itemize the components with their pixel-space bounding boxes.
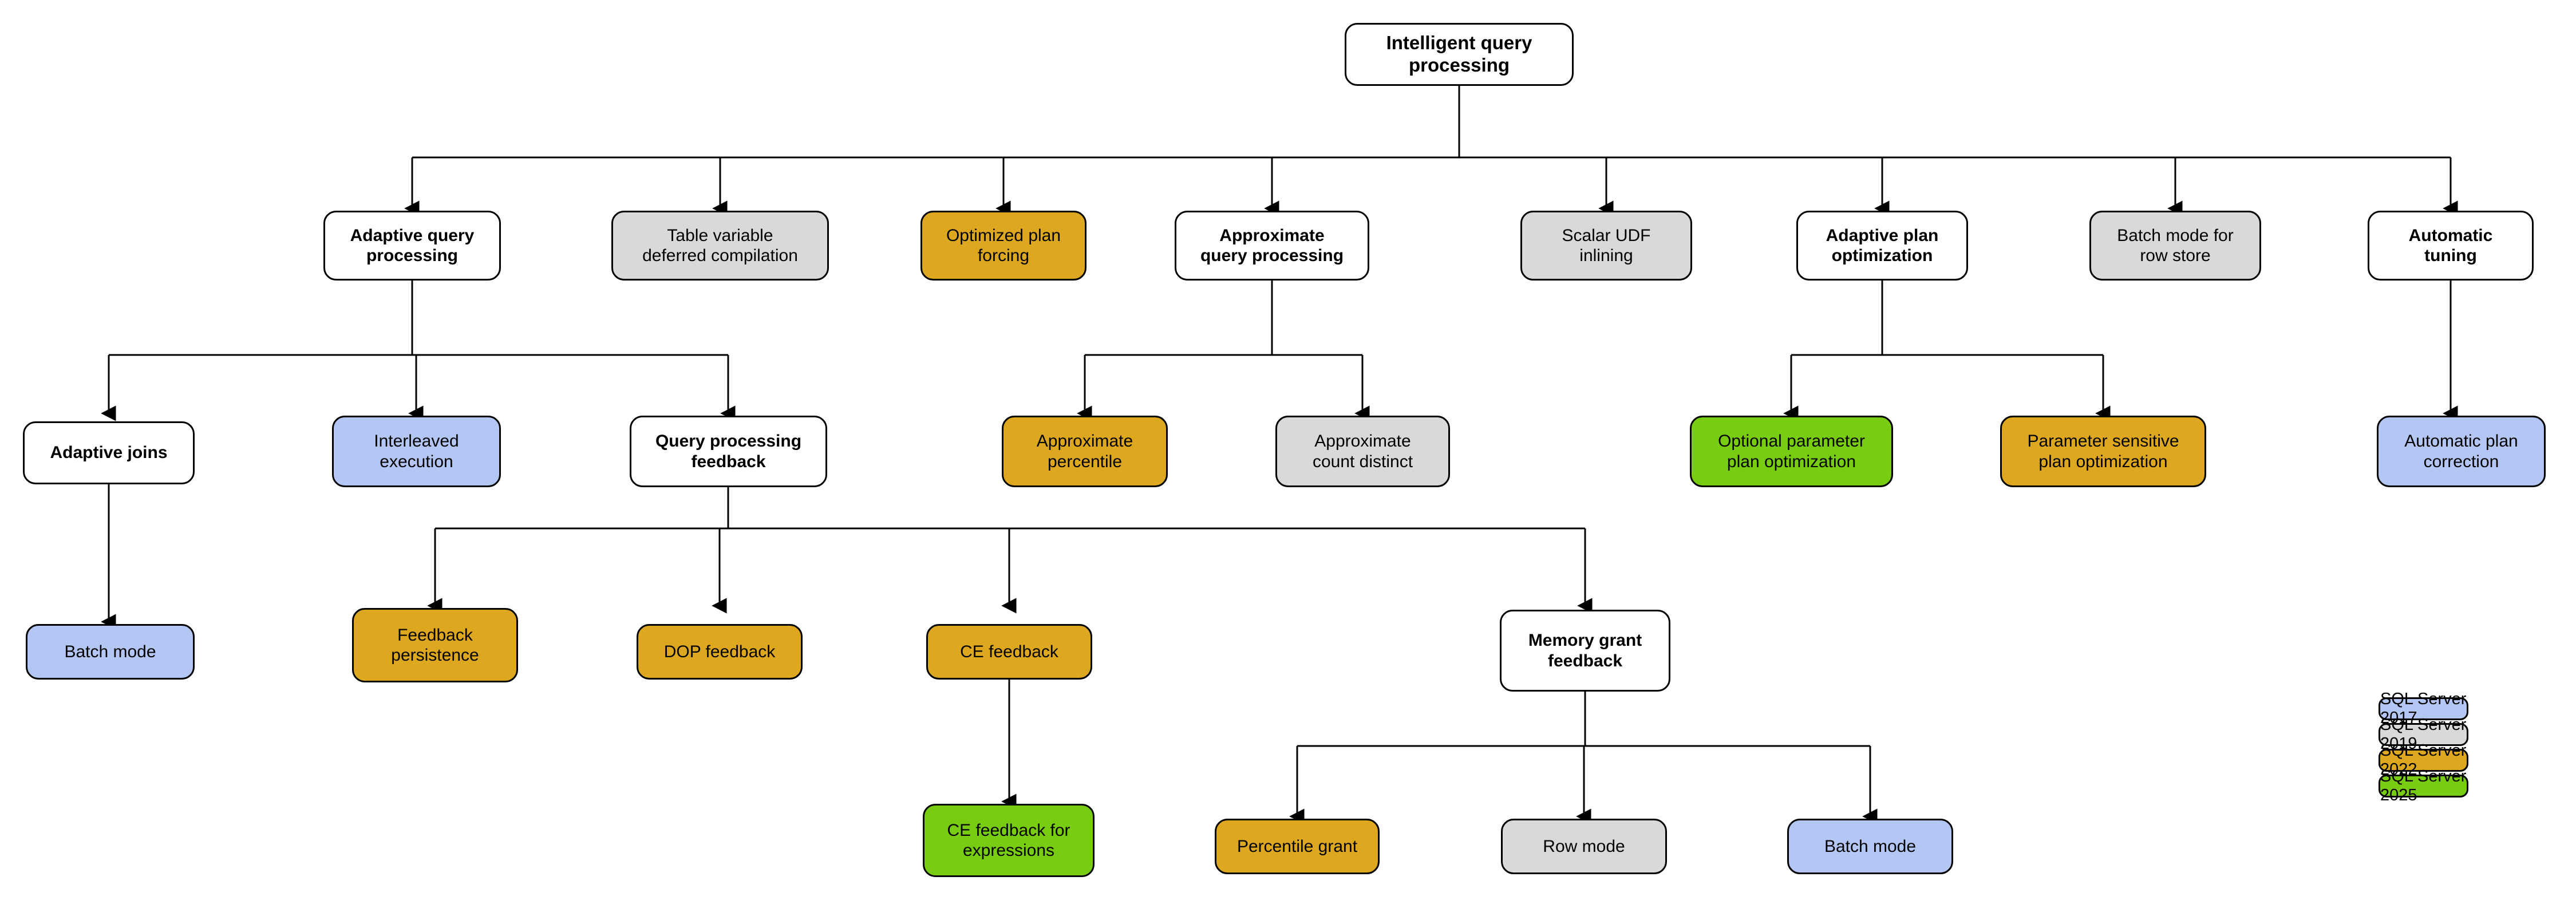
node-intlv[interactable]: Interleaved execution [332, 416, 501, 487]
node-rowmode[interactable]: Row mode [1501, 819, 1667, 874]
node-root[interactable]: Intelligent query processing [1345, 23, 1574, 86]
node-bmrs[interactable]: Batch mode for row store [2089, 211, 2261, 281]
legend-item-sql-server-2025: SQL Server 2025 [2379, 767, 2468, 804]
node-apqp[interactable]: Approximate query processing [1175, 211, 1369, 281]
node-opf[interactable]: Optimized plan forcing [920, 211, 1086, 281]
node-aqp[interactable]: Adaptive query processing [323, 211, 501, 281]
node-tvdc[interactable]: Table variable deferred compilation [611, 211, 829, 281]
node-oppo[interactable]: Optional parameter plan optimization [1690, 416, 1893, 487]
node-apct[interactable]: Approximate percentile [1002, 416, 1168, 487]
node-cefbexpr[interactable]: CE feedback for expressions [923, 804, 1095, 877]
node-bmode2[interactable]: Batch mode [1787, 819, 1953, 874]
node-autotune[interactable]: Automatic tuning [2368, 211, 2534, 281]
node-pspo[interactable]: Parameter sensitive plan optimization [2000, 416, 2206, 487]
node-pgrant[interactable]: Percentile grant [1215, 819, 1380, 874]
node-mgf[interactable]: Memory grant feedback [1500, 610, 1670, 692]
node-fbpers[interactable]: Feedback persistence [352, 608, 518, 682]
node-ajoins[interactable]: Adaptive joins [23, 421, 195, 484]
legend-item-sql-server-2022: SQL Server 2022 [2379, 741, 2468, 779]
node-acd[interactable]: Approximate count distinct [1275, 416, 1450, 487]
legend-item-sql-server-2017: SQL Server 2017 [2379, 690, 2468, 727]
node-cefb[interactable]: CE feedback [926, 624, 1092, 680]
node-bmode1[interactable]: Batch mode [26, 624, 195, 680]
node-apo[interactable]: Adaptive plan optimization [1796, 211, 1968, 281]
node-qpf[interactable]: Query processing feedback [630, 416, 827, 487]
node-dopfb[interactable]: DOP feedback [637, 624, 803, 680]
node-apc[interactable]: Automatic plan correction [2377, 416, 2546, 487]
node-udf[interactable]: Scalar UDF inlining [1520, 211, 1692, 281]
